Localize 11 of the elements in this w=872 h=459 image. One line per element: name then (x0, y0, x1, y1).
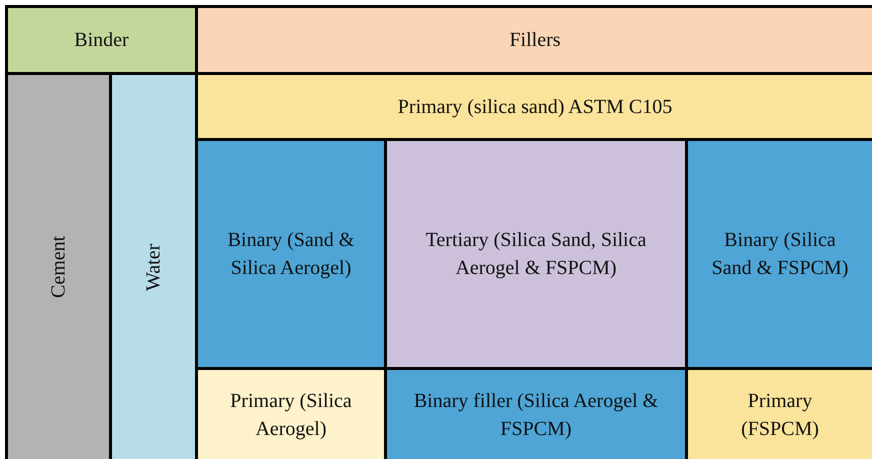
filler-cell: Primary (FSPCM) (688, 370, 872, 459)
filler-cell: Binary (Silica Sand & FSPCM) (688, 141, 872, 367)
filler-cell: Primary (silica sand) ASTM C105 (198, 75, 872, 138)
category-cell: Water (112, 75, 195, 459)
filler-cell: Primary (Silica Aerogel) (198, 370, 384, 459)
filler-cell: Binary (Sand & Silica Aerogel) (198, 141, 384, 367)
filler-cell: Tertiary (Silica Sand, Silica Aerogel & FSPCM) (387, 141, 685, 367)
filler-cell: Binary filler (Silica Aerogel & FSPCM) (387, 370, 685, 459)
category-cell: Cement (8, 75, 109, 459)
header-cell: Binder (8, 8, 195, 72)
header-cell: Fillers (198, 8, 872, 72)
